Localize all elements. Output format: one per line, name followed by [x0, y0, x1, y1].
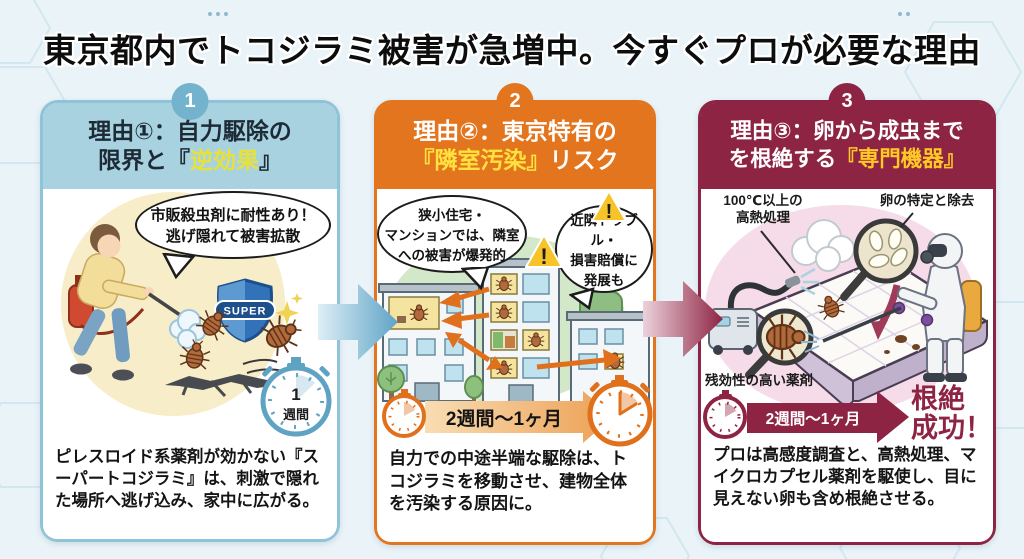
stopwatch-icon	[703, 390, 747, 439]
panel3-illustration	[703, 205, 988, 443]
heading-highlight: 『隣室汚染』	[411, 147, 550, 173]
spray-wand	[148, 292, 184, 319]
timeline	[703, 390, 909, 443]
panel3-caption: プロは高感度調査と、高熱処理、マイクロカプセル薬剤を駆使し、目に見えない卵も含め…	[713, 446, 977, 508]
stopwatch-icon	[260, 357, 332, 437]
panel2-caption: 自力での中途半端な駆除は、トコジラミを移動させ、建物全体を汚染する原因に。	[389, 449, 627, 514]
spray-cloud-icon	[169, 309, 206, 349]
residual-chemical-label: 残効性の高い薬剤	[705, 373, 813, 388]
magnifier-bug-icon	[745, 308, 814, 379]
speech-bubble: 市販殺虫剤に耐性あり！ 逃げ隠れて被害拡散	[135, 191, 331, 259]
steam-nozzle	[784, 275, 801, 288]
panel1-caption: ピレスロイド系薬剤が効かない『スーパートコジラミ』は、刺激で隠れた場所へ逃げ込み…	[55, 448, 319, 510]
panel3-number-badge: 3	[828, 83, 866, 120]
warning-icon: !	[525, 233, 564, 269]
pointer-line	[900, 212, 914, 228]
panel2-illustration	[377, 235, 653, 447]
building-center	[478, 258, 564, 405]
stopwatch-icon	[382, 389, 426, 438]
page-title: 東京都内でトコジラミ被害が急増中。今すぐプロが必要な理由	[43, 32, 981, 69]
timeline-arrow	[747, 391, 909, 443]
panel-2-neighbor-contamination: 2 理由②：東京特有の 『隣室汚染』リスク	[374, 83, 656, 545]
flow-arrow-2	[643, 281, 723, 357]
timeline-label: 2週間〜1ヶ月	[765, 411, 861, 428]
spread-arrows	[439, 286, 621, 370]
stopwatch-icon	[587, 375, 653, 447]
panel1-body: SUPER	[43, 189, 337, 539]
panel2-number-badge: 2	[496, 83, 534, 120]
warning-mark: !	[540, 244, 547, 269]
heading-text: 』	[258, 147, 282, 173]
timeline-arrow	[425, 391, 613, 443]
heading-text: を根絶する	[728, 147, 837, 171]
heading-text: リスク	[549, 147, 619, 173]
panel-3-professional-equipment: 3 理由③：卵から成虫まで を根絶する『専門機器』	[698, 83, 996, 545]
stopwatch-unit: 週間	[282, 406, 309, 422]
bubble-tail	[162, 253, 196, 279]
flow-arrow-1	[318, 284, 398, 360]
panel3-title: 理由③：卵から成虫まで を根絶する『専門機器』	[729, 118, 966, 173]
pest-control-worker-illustration	[801, 233, 982, 382]
heading-text: 限界と『	[97, 147, 190, 173]
warning-icon: !	[591, 189, 628, 223]
magnifier-eggs-icon	[840, 218, 919, 301]
speech-bubble-left: 狭小住宅・ マンションでは、隣室 への被害が爆発的	[377, 195, 527, 273]
floor-crack-shape	[165, 374, 273, 398]
person-face	[97, 234, 121, 258]
panel1-title: 理由①：自力駆除の 限界と『逆効果』	[88, 117, 291, 176]
person-spraying-illustration	[68, 224, 184, 381]
eradication-success-label: 根絶 成功！	[911, 384, 992, 444]
worker-arm	[896, 286, 938, 311]
timeline-label: 2週間〜1ヶ月	[445, 409, 563, 430]
stopwatch-number: 1	[291, 385, 301, 404]
pointer-arrowhead	[871, 320, 888, 340]
shield-label: SUPER	[224, 306, 267, 318]
panel-1-self-removal: 1 理由①：自力駆除の 限界と『逆効果』	[40, 83, 340, 542]
egg-removal-label: 卵の特定と除去	[879, 193, 975, 208]
bubble-tail	[461, 267, 490, 291]
steam-hose	[727, 281, 793, 310]
stopwatch-label: 1 週間	[266, 386, 326, 423]
heading-highlight: 逆効果	[189, 147, 259, 173]
heat-treatment-label: 100℃以上の 高熱処理	[723, 193, 803, 225]
panel3-header: 理由③：卵から成虫まで を根絶する『専門機器』	[701, 103, 993, 189]
steam-cloud-icon	[791, 219, 855, 272]
heading-text: 理由②：東京特有の	[413, 117, 617, 144]
heading-text: 理由①：自力駆除の	[88, 117, 292, 144]
panel3-body: 100℃以上の 高熱処理 卵の特定と除去 残効性の高い薬剤 2週間〜1ヶ月 根絶…	[701, 189, 993, 542]
spray-wand	[822, 306, 902, 343]
person-leg	[111, 308, 130, 363]
timeline	[382, 375, 653, 447]
pointer-line	[760, 230, 796, 274]
bubble-tail	[569, 287, 595, 311]
person-leg	[73, 309, 106, 356]
sparkle-icon	[275, 293, 303, 325]
spray-lines	[801, 330, 820, 353]
panel2-body: ! ! 狭小住宅・ マンションでは、隣室 への被害が爆発的 近隣トラブル・ 損害…	[377, 189, 653, 542]
panel1-header: 理由①：自力駆除の 限界と『逆効果』	[43, 103, 337, 189]
tree-icon	[377, 365, 405, 401]
heading-highlight: 『専門機器』	[836, 147, 966, 171]
warning-mark: !	[606, 201, 613, 223]
panel1-number-badge: 1	[171, 83, 209, 120]
glove-icon	[920, 313, 934, 327]
heading-text: 理由③：卵から成虫まで	[730, 119, 964, 144]
super-shield-icon: SUPER	[214, 278, 276, 343]
tree-icon	[464, 375, 484, 404]
panel2-title: 理由②：東京特有の 『隣室汚染』リスク	[412, 117, 619, 176]
